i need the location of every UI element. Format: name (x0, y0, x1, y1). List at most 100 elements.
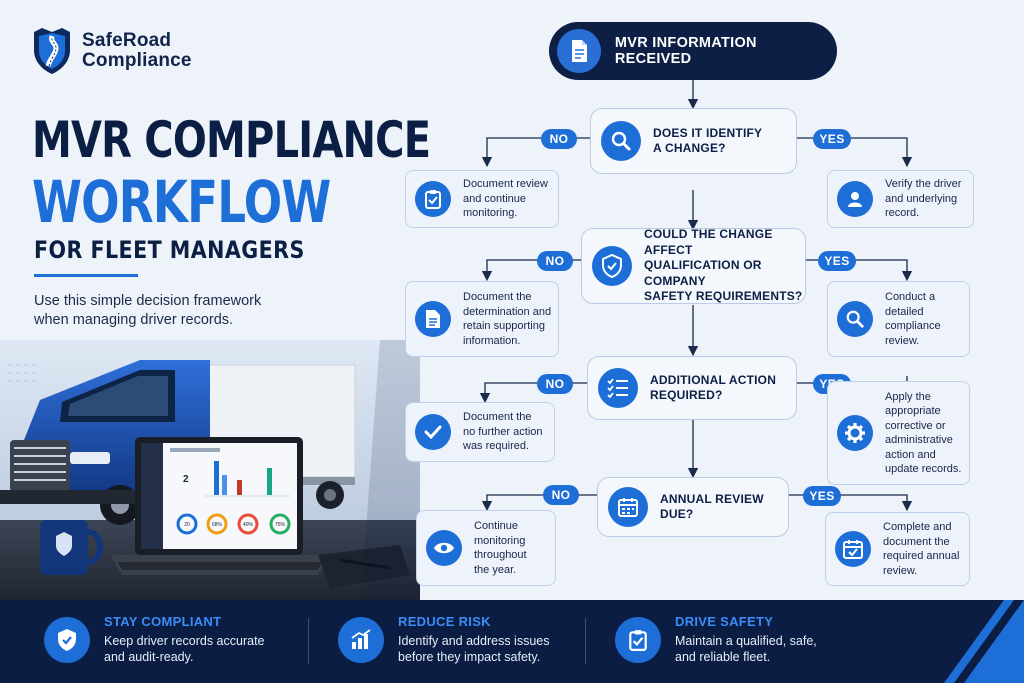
bar-chart-icon (338, 617, 384, 663)
start-label: MVR INFORMATION RECEIVED (614, 35, 757, 67)
clipboard-check-icon (415, 181, 451, 217)
decision-text-line: A CHANGE? (653, 141, 726, 155)
gauge-value-4: 75% (275, 522, 286, 528)
yes-pill: YES (813, 129, 851, 149)
action-verify-driver: Verify the driver and underlying record. (827, 170, 974, 228)
action-text-line: review. (885, 334, 920, 347)
decision-text-line: DOES IT IDENTIFY (653, 125, 763, 140)
action-text-line: compliance (885, 320, 941, 332)
eye-icon (426, 530, 462, 566)
no-pill: NO (541, 129, 577, 149)
action-text-line: no further action (463, 425, 543, 438)
gauge-value-2: 68% (212, 522, 223, 528)
gauge-value-3: 40% (243, 522, 254, 528)
feature-stay-compliant: STAY COMPLIANT Keep driver records accur… (44, 614, 265, 665)
action-text-line: information. (463, 334, 521, 347)
decision-text-line: ANNUAL REVIEW DUE? (660, 491, 764, 522)
yes-pill: YES (818, 251, 856, 271)
action-text-line: document the (883, 535, 950, 548)
action-text-line: determination and (463, 305, 552, 318)
action-text-line: action and (885, 448, 936, 461)
footer-accent-stripes (944, 600, 1024, 683)
action-compliance-review: Conduct a detailed compliance review. (827, 281, 970, 357)
action-text-line: Complete and (883, 521, 952, 533)
action-text-line: and continue (463, 192, 526, 205)
action-text-line: the year. (474, 563, 517, 576)
feature-desc-line: Maintain a qualified, safe, (675, 634, 817, 648)
feature-title: STAY COMPLIANT (104, 614, 222, 629)
feature-title: REDUCE RISK (398, 614, 491, 629)
action-text-line: retain supporting (463, 320, 545, 332)
feature-reduce-risk: REDUCE RISK Identify and address issues … (338, 614, 549, 665)
footer-divider (585, 618, 586, 664)
truck-laptop-illustration: 2 20 68% 40% 75% (0, 340, 420, 610)
action-text-line: record. (885, 207, 920, 220)
feature-desc-line: before they impact safety. (398, 650, 541, 664)
action-text-line: update records. (885, 463, 962, 475)
action-text-line: Document review (463, 178, 548, 191)
calendar-icon (608, 487, 648, 527)
action-text-line: Document the (463, 291, 532, 303)
action-text-line: corrective or (885, 419, 946, 432)
action-text-line: and underlying (885, 192, 958, 205)
action-text-line: Continue (474, 520, 519, 532)
action-text-line: Document the (463, 411, 532, 424)
action-text-line: was required. (463, 440, 530, 453)
decision-text-line: QUALIFICATION OR COMPANY (644, 258, 762, 288)
laptop-gauges: 20 68% 40% 75% (176, 513, 291, 535)
yes-pill: YES (803, 486, 841, 506)
no-pill: NO (537, 374, 573, 394)
start-node: MVR INFORMATION RECEIVED (549, 22, 837, 80)
feature-desc-line: Keep driver records accurate (104, 634, 265, 648)
feature-desc-line: Identify and address issues (398, 634, 550, 648)
calendar-check-icon (835, 531, 871, 567)
shield-check-icon (592, 246, 632, 286)
headline-line1: MVR COMPLIANCE (32, 111, 431, 169)
document-icon (557, 29, 601, 73)
file-icon (415, 301, 451, 337)
feature-desc-line: and audit-ready. (104, 650, 194, 664)
no-pill: NO (543, 485, 579, 505)
brand-name-line1: SafeRoad (82, 30, 172, 51)
action-text-line: administrative (885, 434, 953, 446)
decision-text-line: SAFETY REQUIREMENTS? (644, 289, 803, 304)
decision-annual-review: ANNUAL REVIEW DUE? (597, 477, 789, 537)
action-text-line: monitoring (474, 534, 526, 547)
feature-desc-line: and reliable fleet. (675, 650, 771, 664)
action-text-line: throughout (474, 549, 527, 561)
action-continue-monitoring: Continue monitoring throughout the year. (416, 510, 556, 586)
clipboard-check-icon (615, 617, 661, 663)
headline-underline (34, 274, 138, 277)
decision-identify-change: DOES IT IDENTIFY A CHANGE? (590, 108, 797, 174)
footer-divider (308, 618, 309, 664)
action-text-line: Conduct a (885, 291, 936, 303)
action-text-line: Verify the driver (885, 178, 962, 191)
headline-line3: FOR FLEET MANAGERS (34, 236, 305, 264)
laptop-big-number: 2 (183, 474, 189, 485)
action-corrective-action: Apply the appropriate corrective or admi… (827, 381, 970, 485)
decision-text-line: ADDITIONAL ACTION (650, 372, 777, 387)
footer-bar: STAY COMPLIANT Keep driver records accur… (0, 600, 1024, 683)
intro-text: Use this simple decision framework when … (34, 293, 262, 328)
action-document-determination: Document the determination and retain su… (405, 281, 559, 357)
brand-name-line2: Compliance (82, 50, 192, 71)
decision-text-line: REQUIRED? (650, 388, 723, 402)
action-text-line: appropriate (885, 405, 941, 417)
action-annual-review: Complete and document the required annua… (825, 512, 970, 586)
gauge-value-1: 20 (184, 522, 190, 528)
magnifier-icon (837, 301, 873, 337)
feature-title: DRIVE SAFETY (675, 614, 774, 629)
brand-logo-group: SafeRoad Compliance (30, 26, 192, 76)
action-text-line: detailed (885, 305, 924, 318)
no-pill: NO (537, 251, 573, 271)
decision-text-line: COULD THE CHANGE AFFECT (644, 227, 773, 257)
action-text-line: required annual (883, 550, 960, 562)
shield-road-icon (34, 28, 70, 74)
checklist-icon (598, 368, 638, 408)
gear-icon (837, 415, 873, 451)
shield-check-icon (44, 617, 90, 663)
user-icon (837, 181, 873, 217)
action-text-line: monitoring. (463, 207, 518, 220)
action-no-further-action: Document the no further action was requi… (405, 402, 555, 462)
feature-drive-safety: DRIVE SAFETY Maintain a qualified, safe,… (615, 614, 817, 665)
